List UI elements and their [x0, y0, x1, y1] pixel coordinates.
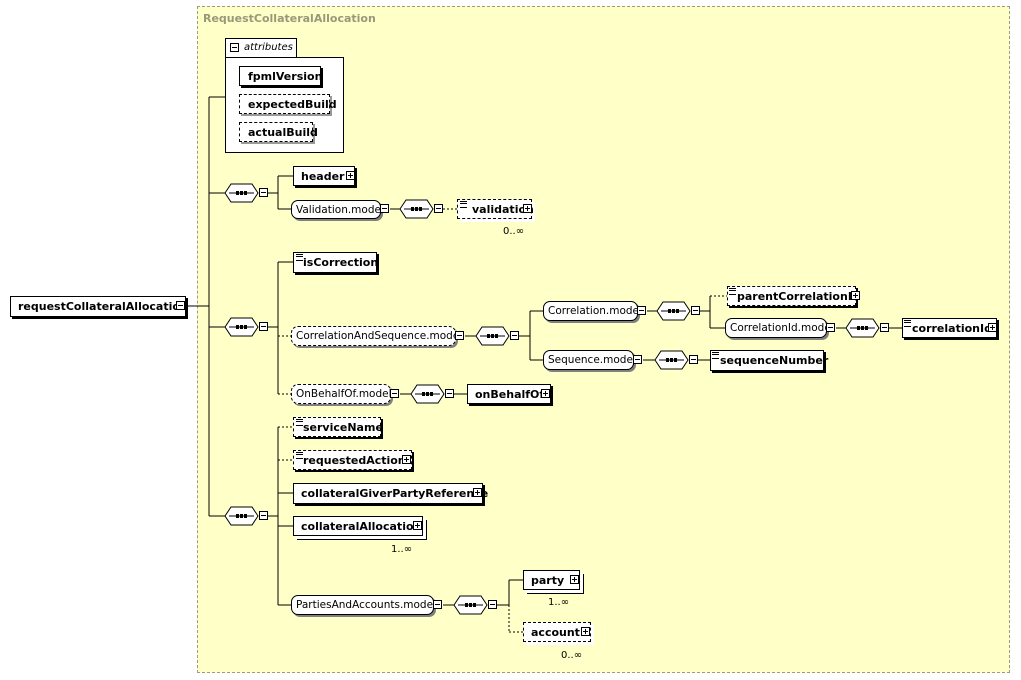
element-account[interactable]: account [523, 622, 595, 646]
element-label: party [531, 573, 565, 587]
cardinality-label: 0..∞ [561, 650, 583, 661]
sequence-collapse-toggle[interactable] [259, 511, 268, 520]
expand-toggle[interactable] [523, 204, 532, 213]
model-label: CorrelationAndSequence.model [296, 330, 463, 342]
cardinality-label: 1..∞ [391, 544, 413, 555]
documentation-icon [296, 419, 303, 426]
model-correlation[interactable]: Correlation.model [543, 301, 642, 321]
element-service-name[interactable]: serviceName [293, 417, 383, 437]
model-collapse-toggle[interactable] [633, 355, 642, 364]
model-on-behalf-of[interactable]: OnBehalfOf.model [291, 384, 392, 404]
sequence-collapse-toggle[interactable] [488, 600, 497, 609]
expand-toggle[interactable] [851, 291, 860, 300]
sequence-collapse-toggle[interactable] [880, 323, 889, 332]
element-label: validation [472, 202, 534, 216]
documentation-icon [729, 288, 736, 295]
model-correlation-and-sequence[interactable]: CorrelationAndSequence.model [291, 326, 462, 346]
element-label: isCorrection [303, 256, 379, 269]
sequence-collapse-toggle[interactable] [510, 331, 519, 340]
expand-toggle[interactable] [541, 389, 550, 398]
expand-toggle[interactable] [346, 171, 355, 180]
expand-toggle[interactable] [473, 488, 482, 497]
model-collapse-toggle[interactable] [455, 331, 464, 340]
element-correlation-id[interactable]: correlationId [902, 318, 997, 338]
attribute-label: fpmlVersion [248, 69, 323, 83]
sequence-collapse-toggle[interactable] [434, 204, 443, 213]
element-collateral-allocation[interactable]: collateralAllocation [293, 516, 427, 540]
attribute-actual-build[interactable]: actualBuild [239, 122, 318, 142]
model-label: Validation.model [296, 203, 384, 216]
element-on-behalf-of[interactable]: onBehalfOf [467, 384, 551, 404]
root-element-request-collateral-allocation[interactable]: requestCollateralAllocation [10, 296, 188, 317]
frame-title: RequestCollateralAllocation [203, 12, 376, 25]
attributes-tab-label: attributes [244, 42, 293, 53]
root-element-label: requestCollateralAllocation [18, 300, 188, 313]
documentation-icon [296, 254, 303, 261]
documentation-icon [296, 452, 303, 459]
model-validation[interactable]: Validation.model [291, 200, 384, 219]
model-collapse-toggle[interactable] [637, 306, 646, 315]
model-collapse-toggle[interactable] [826, 323, 835, 332]
sequence-collapse-toggle[interactable] [689, 355, 698, 364]
element-label: correlationId [912, 321, 992, 335]
model-collapse-toggle[interactable] [390, 389, 399, 398]
expand-toggle[interactable] [988, 323, 997, 332]
model-collapse-toggle[interactable] [433, 600, 442, 609]
attributes-collapse-toggle[interactable] [230, 43, 239, 52]
element-parent-correlation-id[interactable]: parentCorrelationId [727, 286, 860, 306]
expand-toggle[interactable] [402, 455, 411, 464]
attribute-label: expectedBuild [248, 97, 337, 111]
expand-toggle[interactable] [413, 521, 422, 530]
element-label: collateralGiverPartyReference [301, 487, 489, 500]
element-party[interactable]: party [523, 570, 584, 594]
cardinality-label: 1..∞ [548, 597, 570, 608]
sequence-collapse-toggle[interactable] [259, 188, 268, 197]
model-collapse-toggle[interactable] [380, 204, 389, 213]
expand-toggle[interactable] [581, 627, 590, 636]
element-collateral-giver-party-reference[interactable]: collateralGiverPartyReference [293, 483, 488, 504]
documentation-icon [460, 201, 467, 208]
root-collapse-toggle[interactable] [176, 301, 185, 310]
sequence-collapse-toggle[interactable] [691, 306, 700, 315]
model-label: Correlation.model [548, 305, 642, 317]
element-label: serviceName [303, 420, 383, 434]
element-label: parentCorrelationId [737, 289, 860, 303]
model-label: CorrelationId.model [730, 322, 834, 334]
element-sequence-number[interactable]: sequenceNumber [710, 350, 828, 371]
expand-toggle[interactable] [570, 575, 579, 584]
element-label: collateralAllocation [301, 519, 422, 533]
documentation-icon [712, 352, 719, 359]
element-label: requestedAction [303, 453, 406, 467]
element-requested-action[interactable]: requestedAction [293, 450, 412, 470]
element-label: onBehalfOf [475, 387, 545, 401]
model-label: Sequence.model [548, 354, 636, 366]
model-parties-and-accounts[interactable]: PartiesAndAccounts.model [291, 595, 436, 615]
model-label: OnBehalfOf.model [296, 388, 392, 400]
model-sequence[interactable]: Sequence.model [543, 350, 636, 370]
model-correlation-id[interactable]: CorrelationId.model [725, 318, 834, 338]
model-label: PartiesAndAccounts.model [296, 599, 436, 611]
element-label: account [531, 625, 580, 639]
attribute-fpml-version[interactable]: fpmlVersion [239, 66, 323, 86]
attribute-label: actualBuild [248, 125, 318, 139]
documentation-icon [904, 320, 911, 327]
sequence-collapse-toggle[interactable] [259, 322, 268, 331]
cardinality-label: 0..∞ [503, 226, 525, 237]
attributes-group-tab: attributes [225, 38, 297, 58]
sequence-collapse-toggle[interactable] [445, 389, 454, 398]
element-is-correction[interactable]: isCorrection [293, 252, 379, 273]
element-validation[interactable]: validation [457, 199, 536, 223]
attribute-expected-build[interactable]: expectedBuild [239, 94, 337, 114]
element-label: header [301, 169, 345, 183]
element-label: sequenceNumber [720, 354, 829, 367]
